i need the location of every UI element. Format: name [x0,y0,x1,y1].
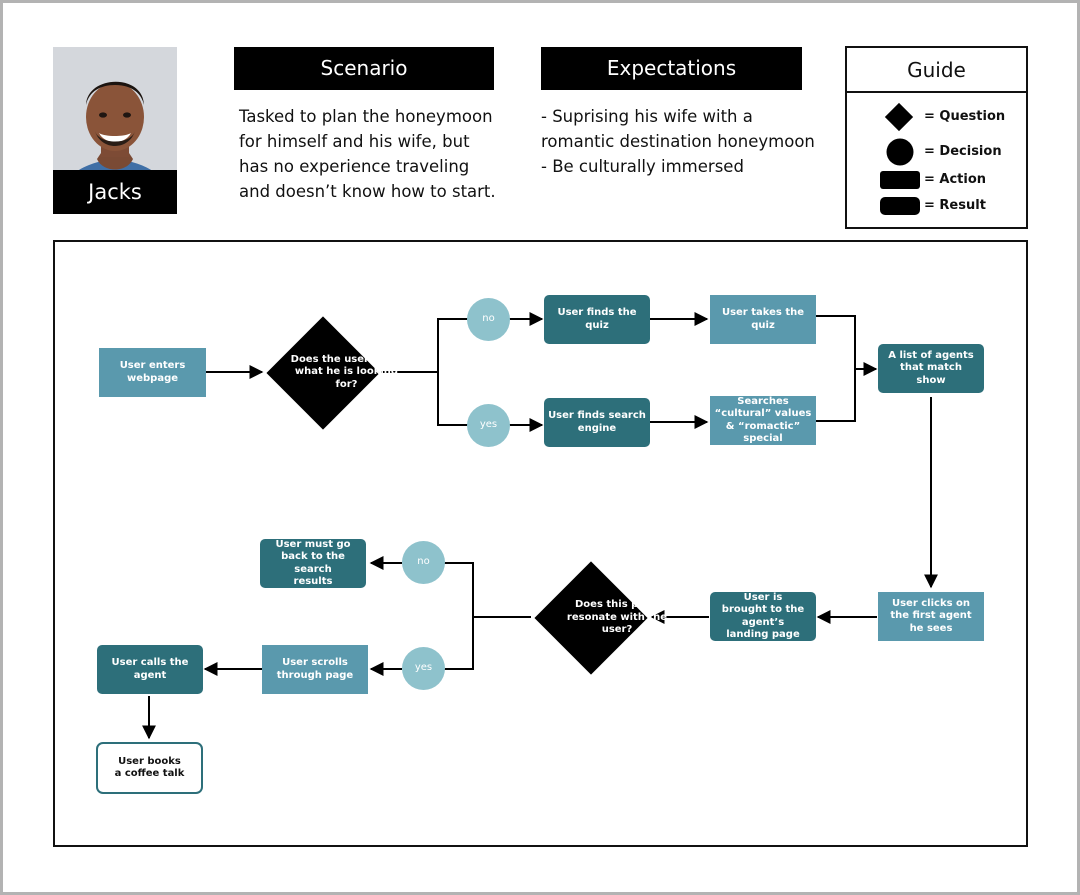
guide-shapes [880,102,920,215]
scenario-header: Scenario [234,47,494,90]
expectations-header: Expectations [541,47,802,90]
line-merge [816,315,856,422]
result-icon [880,197,920,215]
question-icon [884,102,914,132]
node-clicks-agent: User clicks on the first agent he sees [878,592,984,641]
expectations-line: - Be culturally immersed [541,157,744,176]
line-q2-yes [443,617,474,670]
line-q1-no [381,318,468,373]
scenario-line: Tasked to plan the honeymoon [239,107,493,126]
node-finds-search: User finds search engine [544,398,650,447]
guide-decision: = Decision [924,144,1002,159]
line-q2-no [443,562,531,618]
guide-legend: Guide = Question = Decision = Action = R… [845,46,1028,229]
line-q1-yes [437,372,468,426]
decision-icon [886,138,914,166]
persona-name: Jacks [53,170,177,214]
scenario-text: Tasked to plan the honeymoon for himself… [239,104,496,204]
decision-no-2: no [402,541,445,584]
node-finds-quiz: User finds the quiz [544,295,650,344]
question-resonate: Does this page resonate with the user? [532,559,667,677]
guide-result: = Result [924,198,986,213]
question-knows-what-text: Does the user know what he is looking fo… [290,353,403,390]
node-calls-agent: User calls the agent [97,645,203,694]
question-knows-what: Does the user know what he is looking fo… [265,315,402,430]
guide-title: Guide [847,48,1026,93]
node-books-coffee: User books a coffee talk [96,742,203,794]
node-go-back: User must go back to the search results [260,539,366,588]
question-resonate-text: Does this page resonate with the user? [566,599,668,636]
expectations-line: romantic destination honeymoon [541,132,815,151]
node-user-enters: User enters webpage [99,348,206,397]
decision-yes-1: yes [467,404,510,447]
decision-yes-2: yes [402,647,445,690]
node-scrolls: User scrolls through page [262,645,368,694]
persona-card: Jacks [53,47,177,214]
scenario-line: has no experience traveling [239,157,470,176]
scenario-line: and doesn’t know how to start. [239,182,496,201]
guide-action: = Action [924,172,987,187]
node-agents-list: A list of agents that match show [878,344,984,393]
expectations-text: - Suprising his wife with a romantic des… [541,104,815,179]
scenario-line: for himself and his wife, but [239,132,470,151]
flow-diagram [53,240,1028,847]
action-icon [880,171,920,189]
decision-no-1: no [467,298,510,341]
guide-question: = Question [924,109,1006,124]
node-takes-quiz: User takes the quiz [710,295,816,344]
expectations-line: - Suprising his wife with a [541,107,753,126]
node-landing-page: User is brought to the agent’s landing p… [710,592,816,641]
node-searches: Searches “cultural” values & “romactic” … [710,396,816,445]
